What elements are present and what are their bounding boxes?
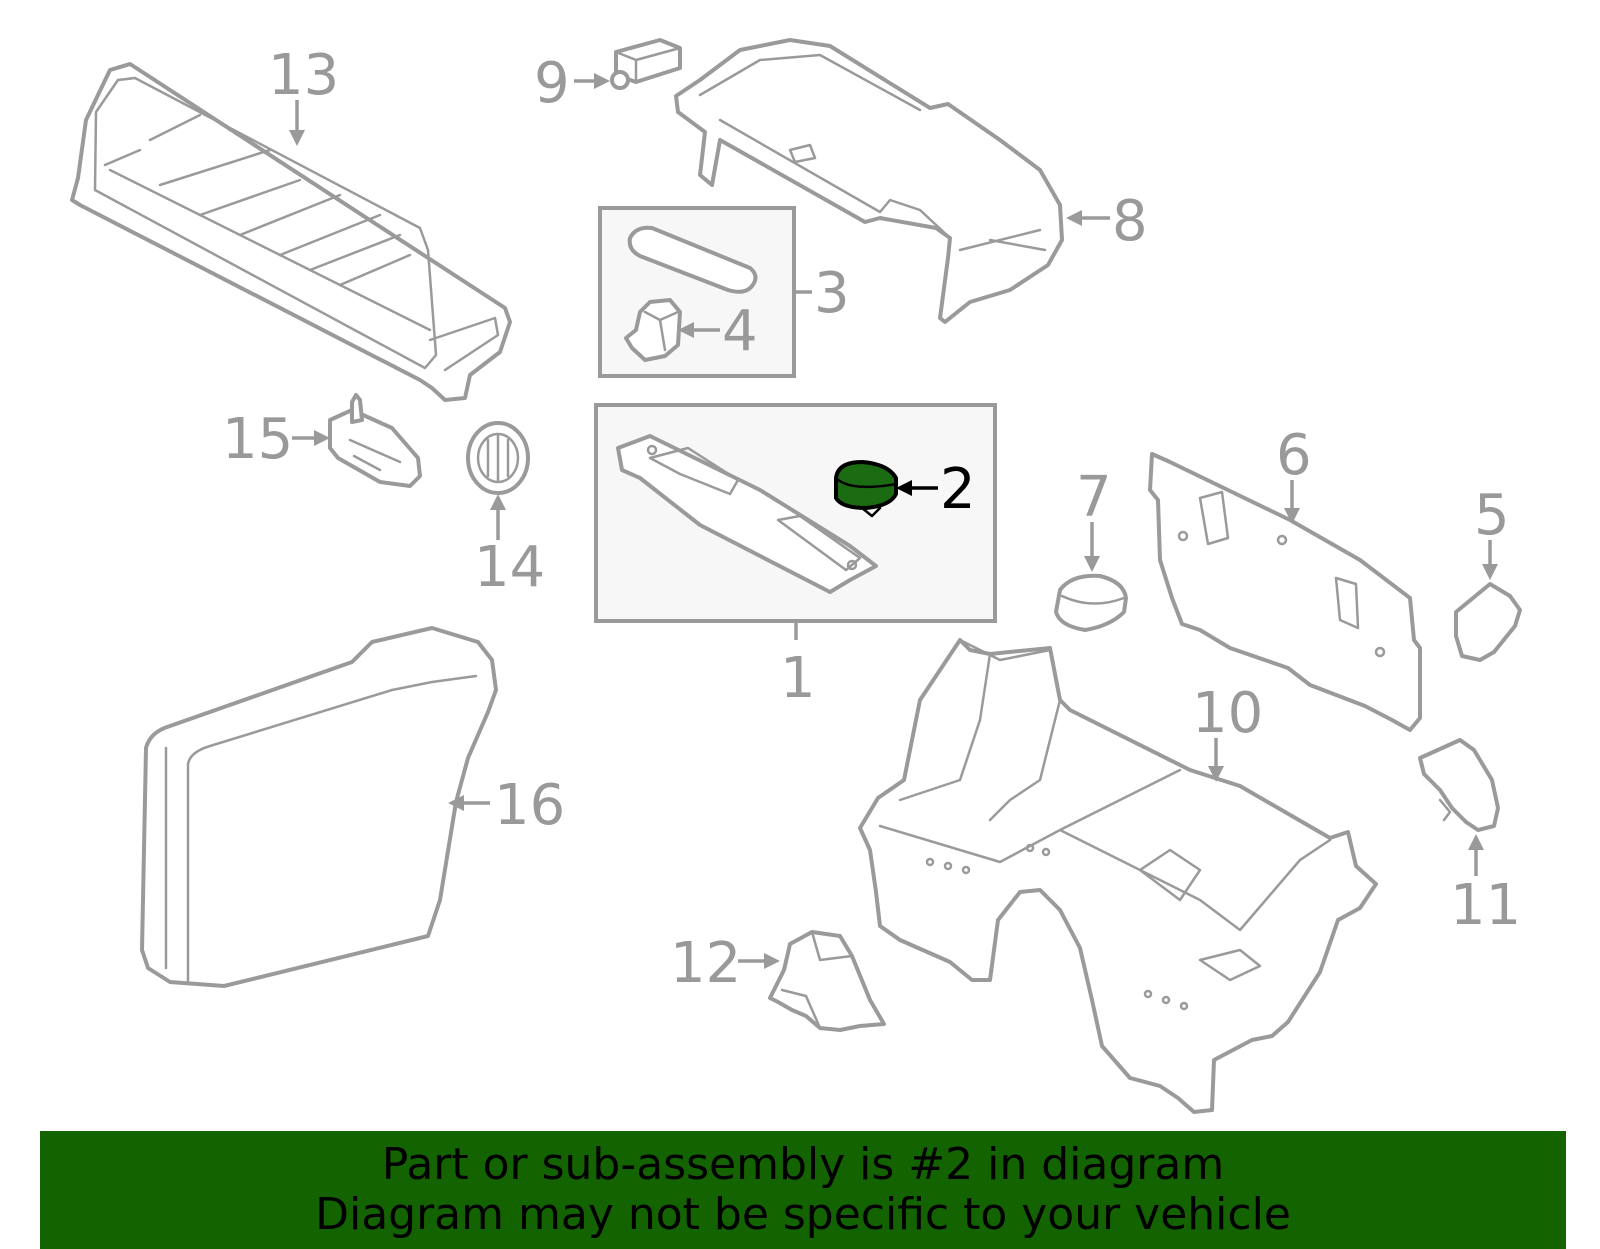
label-14: 14 (474, 535, 545, 600)
part-9-switch[interactable] (610, 38, 682, 90)
banner-line-disclaimer: Diagram may not be specific to your vehi… (315, 1189, 1291, 1240)
label-8: 8 (1112, 189, 1148, 254)
label-15: 15 (222, 407, 293, 472)
part-3-pad (627, 225, 758, 294)
label-16: 16 (494, 773, 565, 838)
label-5: 5 (1474, 483, 1510, 548)
banner-line-part: Part or sub-assembly is #2 in diagram (381, 1139, 1225, 1190)
part-5-trim[interactable] (1454, 582, 1522, 662)
part-15-retainer[interactable] (328, 393, 422, 488)
group-box-3 (598, 206, 796, 378)
callout-labels: 13 9 8 3 4 1 2 15 14 7 6 5 10 11 12 16 (222, 43, 1521, 996)
part-2-cap[interactable] (834, 460, 898, 518)
label-1: 1 (780, 646, 816, 711)
label-13: 13 (268, 43, 339, 108)
label-11: 11 (1450, 873, 1521, 938)
label-9: 9 (534, 51, 570, 116)
part-11-corner-trim[interactable] (1418, 738, 1500, 832)
label-12: 12 (670, 931, 741, 996)
part-14-grommet[interactable] (466, 421, 530, 495)
group-box-1 (594, 403, 997, 623)
part-6-trim-board[interactable] (1148, 452, 1422, 732)
info-banner: Part or sub-assembly is #2 in diagram Di… (40, 1131, 1566, 1249)
label-4: 4 (722, 299, 758, 364)
label-10: 10 (1192, 681, 1263, 746)
callouts (289, 73, 1498, 969)
part-12-bracket[interactable] (768, 930, 886, 1032)
part-16-side-panel[interactable] (140, 626, 498, 988)
part-4-clip (624, 298, 682, 362)
part-8-rear-trim-panel[interactable] (674, 38, 1064, 324)
part-13-wind-deflector[interactable] (70, 62, 512, 402)
label-7: 7 (1076, 465, 1112, 530)
part-10-trunk-trim[interactable] (858, 638, 1378, 1114)
label-6: 6 (1276, 423, 1312, 488)
label-2: 2 (940, 457, 976, 522)
label-3: 3 (814, 261, 850, 326)
part-7-cap[interactable] (1054, 573, 1128, 632)
